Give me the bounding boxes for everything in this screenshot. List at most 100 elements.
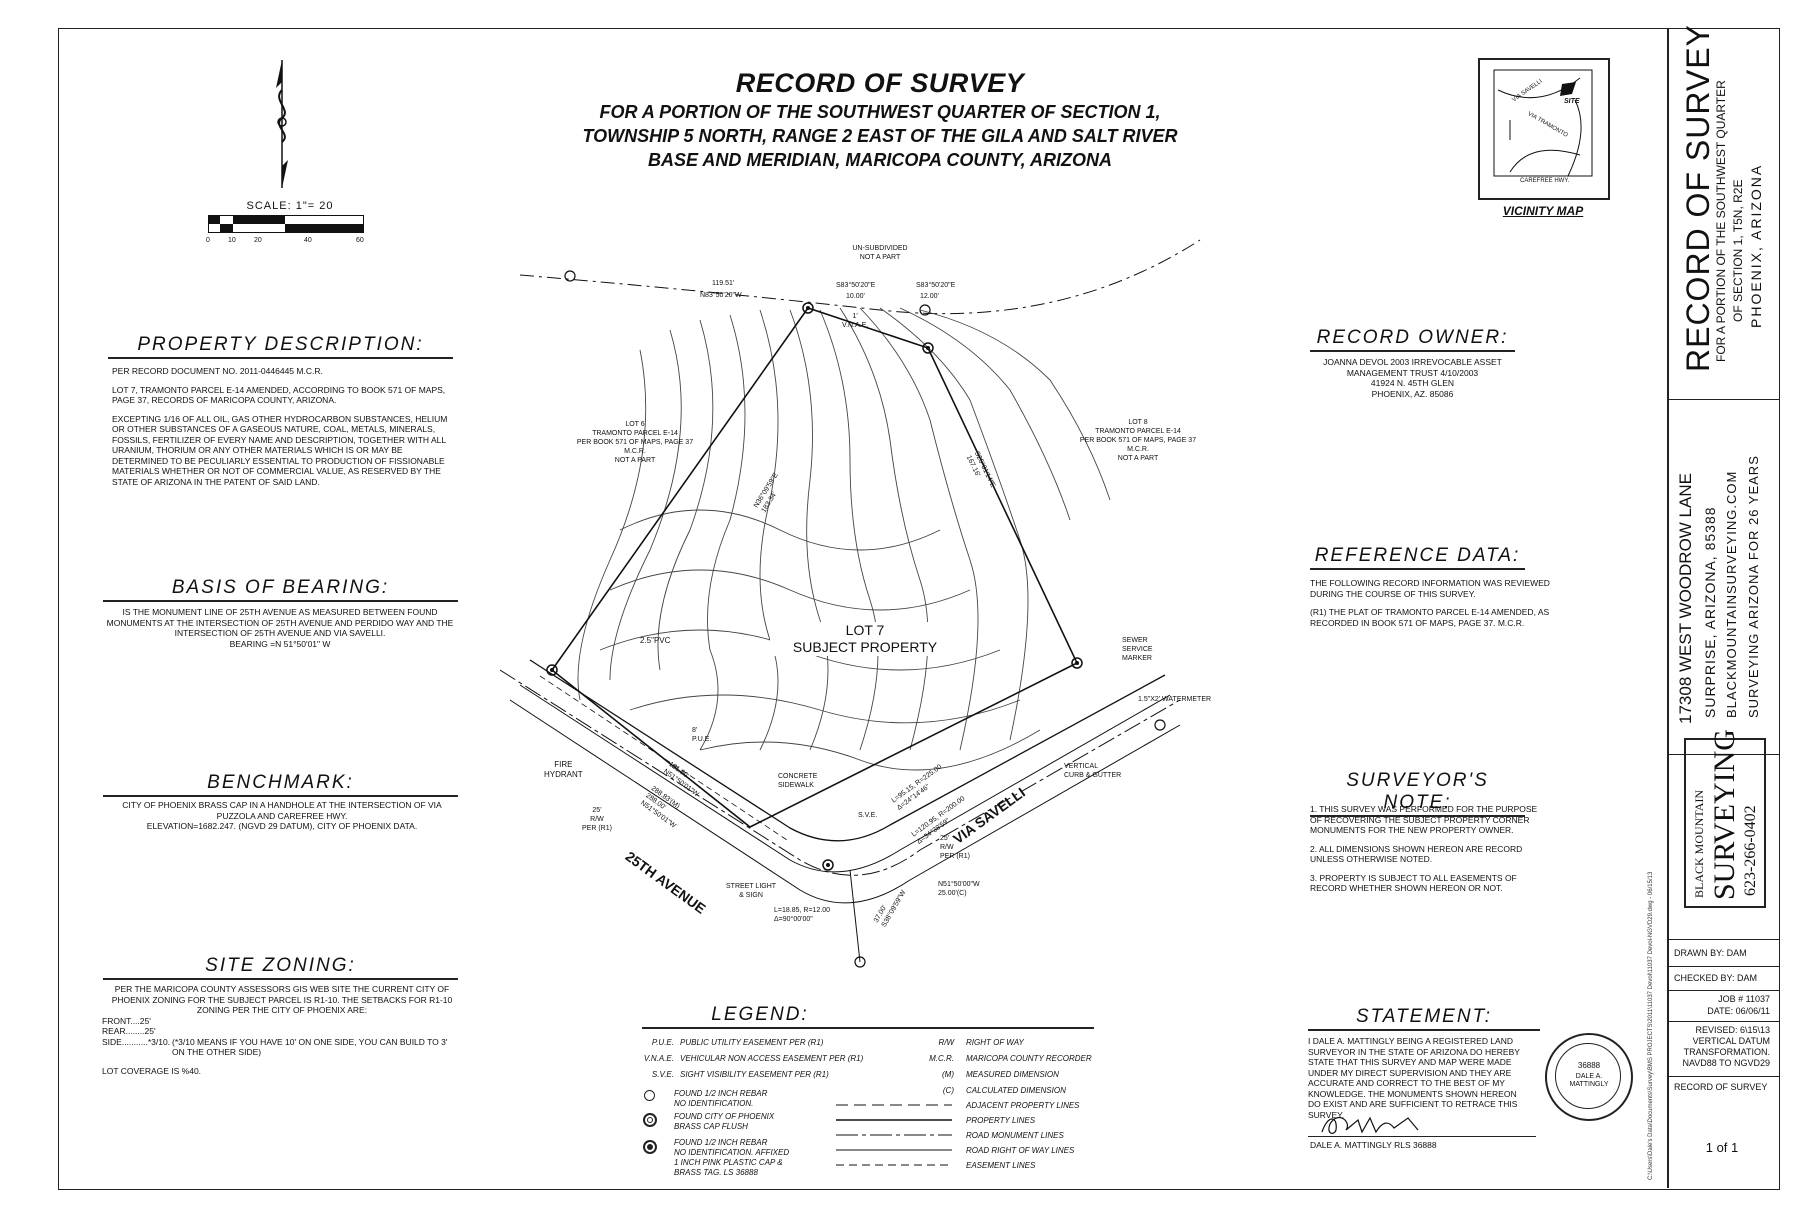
tb-revised-line: TRANSFORMATION.	[1683, 1047, 1770, 1057]
legend-symbol-line: BRASS CAP FLUSH	[674, 1122, 748, 1131]
scale-tick: 60	[356, 237, 364, 244]
record-owner-text: JOANNA DEVOL 2003 IRREVOCABLE ASSET MANA…	[1290, 357, 1535, 399]
curb-line: CURB & GUTTER	[1064, 772, 1122, 779]
title-block-logo-cell	[1669, 755, 1780, 940]
note-2: 2. ALL DIMENSIONS SHOWN HEREON ARE RECOR…	[1310, 843, 1523, 865]
tie-distance: 25.00'(C)	[938, 890, 967, 897]
tb-sub-2: OF SECTION 1, T5N, R2E	[1731, 179, 1745, 322]
vicinity-road-3: CAREFREE HWY.	[1520, 178, 1570, 184]
lot-8-line: M.C.R.	[1127, 446, 1149, 453]
legend-text: VEHICULAR NON ACCESS EASEMENT PER (R1)	[680, 1054, 864, 1063]
north-arrow-icon	[276, 60, 288, 188]
benchmark-body: CITY OF PHOENIX BRASS CAP IN A HANDHOLE …	[122, 800, 442, 821]
brass-cap-symbol-icon	[643, 1113, 657, 1127]
legend-symbol-line: FOUND CITY OF PHOENIX	[674, 1112, 775, 1121]
legend-item: (M)MEASURED DIMENSION	[920, 1070, 1059, 1079]
tb-revised-line: NAVD88 TO NGVD29	[1682, 1058, 1770, 1068]
note-1: 1. THIS SURVEY WAS PERFORMED FOR THE PUR…	[1310, 804, 1538, 835]
benchmark-heading: BENCHMARK:	[103, 772, 458, 797]
rw-25th-label: 25' R/W PER (R1)	[582, 806, 612, 833]
owner-line-2: MANAGEMENT TRUST 4/10/2003	[1346, 367, 1479, 378]
light-line: STREET LIGHT	[726, 883, 777, 890]
rw-text: R/W	[590, 816, 604, 823]
tb-revised: REVISED: 6\15\13 VERTICAL DATUM TRANSFOR…	[1674, 1025, 1770, 1069]
title-block-title-cell	[1669, 28, 1780, 400]
tb-sub-1: FOR A PORTION OF THE SOUTHWEST QUARTER	[1714, 80, 1728, 362]
scale-tick: 40	[304, 237, 312, 244]
vicinity-map: VIA SAVELLI VIA TRAMONTO SITE CAREFREE H…	[1478, 58, 1610, 200]
surveyor-seal: 36888 DALE A. MATTINGLY	[1545, 1033, 1633, 1121]
main-title: RECORD OF SURVEY	[735, 68, 1025, 98]
tb-address: 17308 WEST WOODROW LANE	[1676, 473, 1695, 724]
legend-line-samples	[836, 1104, 952, 1166]
capped-rebar-symbol-icon	[643, 1140, 657, 1154]
pue-width: 8'	[692, 727, 698, 734]
legend-item: P.U.E.PUBLIC UTILITY EASEMENT PER (R1)	[640, 1038, 824, 1047]
sewer-line: SERVICE	[1122, 646, 1153, 653]
file-path: C:\Users\Dale's Data\Documents\Survey\BM…	[1648, 871, 1654, 1180]
zoning-side: SIDE...........*3/10.	[102, 1036, 171, 1047]
legend-text: RIGHT OF WAY	[966, 1038, 1024, 1047]
tb-job: JOB # 11037	[1718, 994, 1770, 1004]
sidewalk-label: CONCRETE SIDEWALK	[778, 772, 817, 790]
reference-data-text: THE FOLLOWING RECORD INFORMATION WAS REV…	[1310, 578, 1550, 628]
logo-phone: 623-266-0402	[1742, 805, 1759, 896]
tb-sub-3: PHOENIX, ARIZONA	[1748, 163, 1764, 328]
lot-8-line: PER BOOK 571 OF MAPS, PAGE 37	[1079, 437, 1197, 444]
property-description-p1: PER RECORD DOCUMENT NO. 2011-0446445 M.C…	[112, 366, 323, 376]
vnae-label: 1' V.N.A.E.	[842, 312, 868, 330]
corner-tie-label: N51°50'00"W 25.00'(C)	[938, 880, 980, 898]
tb-drawn-by: DRAWN BY: DAM	[1674, 948, 1747, 958]
owner-line-3: 41924 N. 45TH GLEN	[1370, 378, 1455, 388]
fire-line: HYDRANT	[544, 770, 583, 779]
fire-hydrant-label: FIRE HYDRANT	[544, 760, 583, 780]
lot-7-label: LOT 7 SUBJECT PROPERTY	[770, 622, 960, 656]
legend-item: M.C.R.MARICOPA COUNTY RECORDER	[920, 1054, 1092, 1063]
legend-text: SIGHT VISIBILITY EASEMENT PER (R1)	[680, 1070, 829, 1079]
unsubdivided-label: UN-SUBDIVIDED NOT A PART	[830, 244, 930, 262]
tb-web: BLACKMOUNTAINSURVEYING.COM	[1724, 470, 1739, 718]
tb-title: RECORD OF SURVEY	[1680, 24, 1716, 372]
pue-text: P.U.E.	[692, 736, 712, 743]
benchmark-elevation: ELEVATION=1682.247. (NGVD 29 DATUM), CIT…	[146, 821, 418, 831]
tb-city: SURPRISE, ARIZONA, 85388	[1702, 506, 1718, 718]
lot-8-line: NOT A PART	[1117, 455, 1159, 462]
rw-width: 25'	[940, 835, 950, 842]
site-zoning-heading: SITE ZONING:	[103, 955, 458, 980]
corner-curve-label: L=18.85, R=12.00 Δ=90°00'00"	[774, 906, 830, 924]
lot-6-line: PER BOOK 571 OF MAPS, PAGE 37	[576, 439, 694, 446]
subtitle-line-2: TOWNSHIP 5 NORTH, RANGE 2 EAST OF THE GI…	[582, 126, 1178, 146]
legend-text: MARICOPA COUNTY RECORDER	[966, 1054, 1092, 1063]
property-description-p3: EXCEPTING 1/16 OF ALL OIL, GAS OTHER HYD…	[112, 413, 448, 487]
corner-curve-data: Δ=90°00'00"	[774, 916, 813, 923]
legend-text: CALCULATED DIMENSION	[966, 1086, 1066, 1095]
rw-per: PER (R1)	[940, 853, 970, 860]
not-a-part-text: NOT A PART	[859, 254, 901, 261]
zoning-side-note: (*3/10 MEANS IF YOU HAVE 10' ON ONE SIDE…	[172, 1036, 448, 1058]
scale-ticks: 0 10 20 40 60	[206, 237, 366, 249]
legend-line-label: PROPERTY LINES	[966, 1116, 1036, 1125]
legend-abbr: S.V.E.	[651, 1070, 674, 1079]
watermeter-label: 1.5"X2' WATERMETER	[1138, 696, 1212, 703]
survey-plat-drawing	[500, 239, 1201, 968]
street-light-label: STREET LIGHT & SIGN	[726, 882, 776, 900]
title-block	[1667, 28, 1780, 1188]
legend-abbr: (M)	[942, 1070, 954, 1079]
rw-width: 25'	[592, 807, 602, 814]
surveyors-note-text: 1. THIS SURVEY WAS PERFORMED FOR THE PUR…	[1310, 804, 1540, 894]
property-description-p2: LOT 7, TRAMONTO PARCEL E-14 AMENDED, ACC…	[112, 384, 446, 406]
signer-name: DALE A. MATTINGLY RLS 36888	[1310, 1140, 1437, 1150]
title-block-drawn-cell	[1669, 940, 1780, 967]
property-description-heading: PROPERTY DESCRIPTION:	[108, 334, 453, 359]
lot-6-line: NOT A PART	[614, 457, 656, 464]
basis-of-bearing-body: IS THE MONUMENT LINE OF 25TH AVENUE AS M…	[106, 607, 454, 638]
rw-text: R/W	[940, 844, 954, 851]
surveyors-note-heading: SURVEYOR'S NOTE:	[1310, 770, 1525, 817]
tb-sheet-number: 1 of 1	[1705, 1140, 1739, 1155]
signature-line	[1308, 1136, 1536, 1137]
owner-line-1: JOANNA DEVOL 2003 IRREVOCABLE ASSET	[1323, 357, 1502, 367]
boundary-label: 10.00'	[846, 293, 865, 300]
legend-abbr: V.N.A.E.	[643, 1054, 674, 1063]
vicinity-site: SITE	[1564, 98, 1580, 105]
